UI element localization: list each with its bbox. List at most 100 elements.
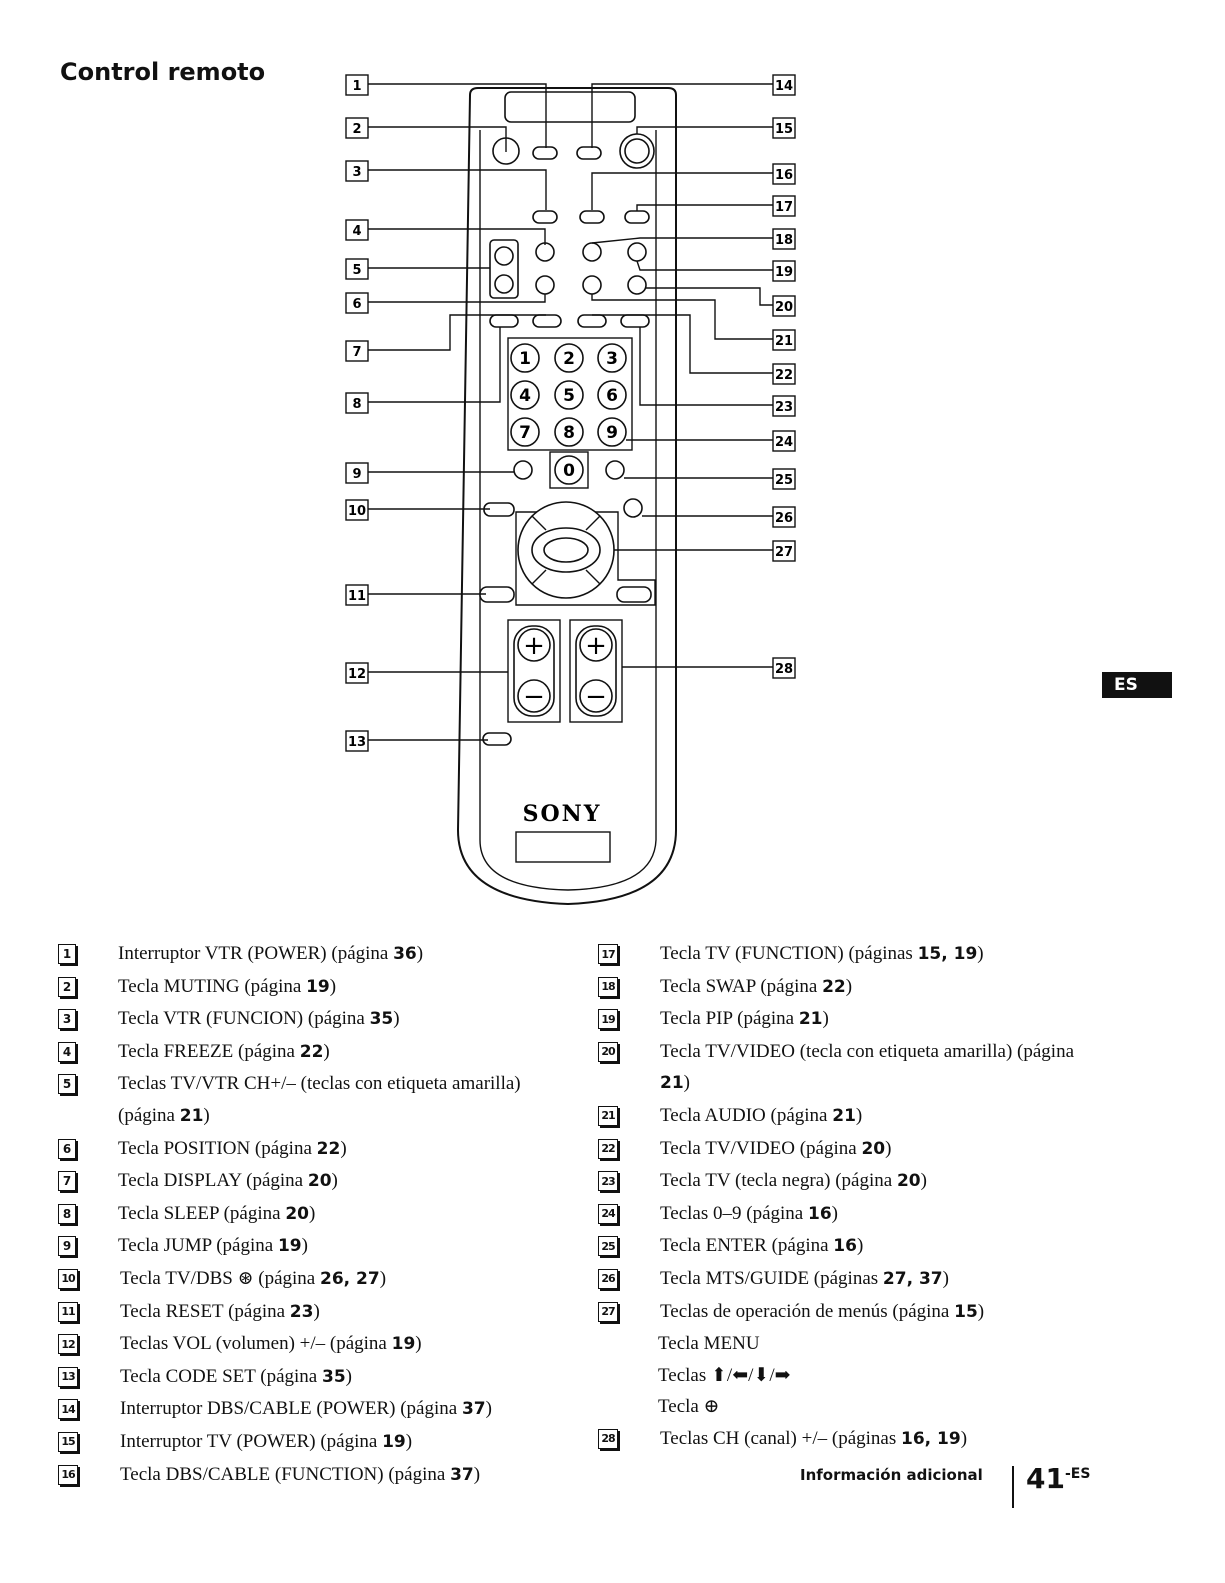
callout-13: 13 <box>348 735 366 750</box>
vtr-function-button <box>532 210 558 224</box>
callout-16: 16 <box>775 168 793 183</box>
legend-num: 1 <box>58 944 76 964</box>
language-tab: ES <box>1102 672 1172 698</box>
keypad[interactable] <box>510 343 627 489</box>
legend-num: 22 <box>598 1138 618 1159</box>
callout-11: 11 <box>348 589 366 604</box>
callout-19: 19 <box>775 265 793 280</box>
legend-num: 5 <box>58 1074 76 1095</box>
callout-22: 22 <box>775 368 793 383</box>
legend-num: 24 <box>598 1203 618 1224</box>
tv-black-button <box>620 314 650 328</box>
ch-minus-icon: − <box>585 682 607 712</box>
legend-num: 27 <box>598 1301 618 1322</box>
key-8 <box>554 417 584 447</box>
tv-video-button <box>577 314 607 328</box>
vol-minus-icon: − <box>523 682 545 712</box>
key-2-label: 2 <box>563 349 575 369</box>
legend-num: 15 <box>58 1431 78 1452</box>
legend-num: 8 <box>58 1203 76 1224</box>
legend-num: 10 <box>58 1268 78 1289</box>
callout-28: 28 <box>775 662 793 677</box>
vtr-function-top-button <box>576 146 602 160</box>
key-0-label: 0 <box>563 461 575 481</box>
ch-plus-icon: + <box>585 631 607 661</box>
oval-button-right <box>616 586 652 603</box>
tv-function-button <box>624 210 650 224</box>
pip-button <box>627 242 647 262</box>
legend-num: 2 <box>58 976 76 997</box>
enter-button <box>605 460 625 480</box>
remote-inner-border <box>479 130 657 891</box>
callout-24: 24 <box>775 435 793 450</box>
key-6 <box>597 380 627 410</box>
key-7-label: 7 <box>519 423 531 443</box>
label-window <box>515 831 611 863</box>
key-5 <box>554 380 584 410</box>
key-0 <box>554 455 584 485</box>
legend-sub-center: Tecla ⊕ <box>658 1396 720 1418</box>
legend-num: 6 <box>58 1138 76 1159</box>
jump-button <box>513 460 533 480</box>
callout-4: 4 <box>352 224 361 239</box>
callout-27: 27 <box>775 545 793 560</box>
footer-section: Información adicional <box>800 1466 983 1484</box>
position-button <box>535 275 555 295</box>
swap-button <box>582 242 602 262</box>
legend-num: 18 <box>598 976 618 997</box>
callout-6: 6 <box>352 297 361 312</box>
legend-sub-menu: Tecla MENU <box>658 1333 760 1355</box>
tv-video-yellow-button <box>627 275 647 295</box>
callout-18: 18 <box>775 233 793 248</box>
callout-25: 25 <box>775 473 793 488</box>
legend-sub-arrows: Teclas ⬆/⬅/⬇/➡ <box>658 1364 791 1386</box>
legend-num: 3 <box>58 1009 76 1030</box>
legend-num: 19 <box>598 1009 618 1030</box>
callout-9: 9 <box>352 467 361 482</box>
callout-20: 20 <box>775 300 793 315</box>
callout-3: 3 <box>352 165 361 180</box>
legend-num: 14 <box>58 1399 78 1420</box>
menu-joystick-frame <box>515 511 656 606</box>
sleep-button <box>489 314 519 328</box>
audio-button <box>582 275 602 295</box>
key-9-label: 9 <box>606 423 618 443</box>
legend-num: 28 <box>598 1428 618 1449</box>
legend-num: 12 <box>58 1334 78 1355</box>
key-4-label: 4 <box>519 386 531 406</box>
code-set-button <box>482 732 512 746</box>
dbs-cable-function-button <box>579 210 605 224</box>
muting-button <box>532 146 558 160</box>
key-7 <box>510 417 540 447</box>
sony-logo: SONY <box>523 801 602 827</box>
freeze-button <box>535 242 555 262</box>
vol-minus-button <box>517 679 551 713</box>
ch-minus-button <box>579 679 613 713</box>
legend-num: 23 <box>598 1171 618 1192</box>
legend-num: 13 <box>58 1366 78 1387</box>
remote-illustration: 1 2 3 4 5 6 7 8 9 0 + − + − SONY <box>345 74 796 906</box>
keypad-frame <box>507 337 633 451</box>
vol-plus-icon: + <box>523 631 545 661</box>
page-number: 41-ES <box>1026 1462 1091 1495</box>
